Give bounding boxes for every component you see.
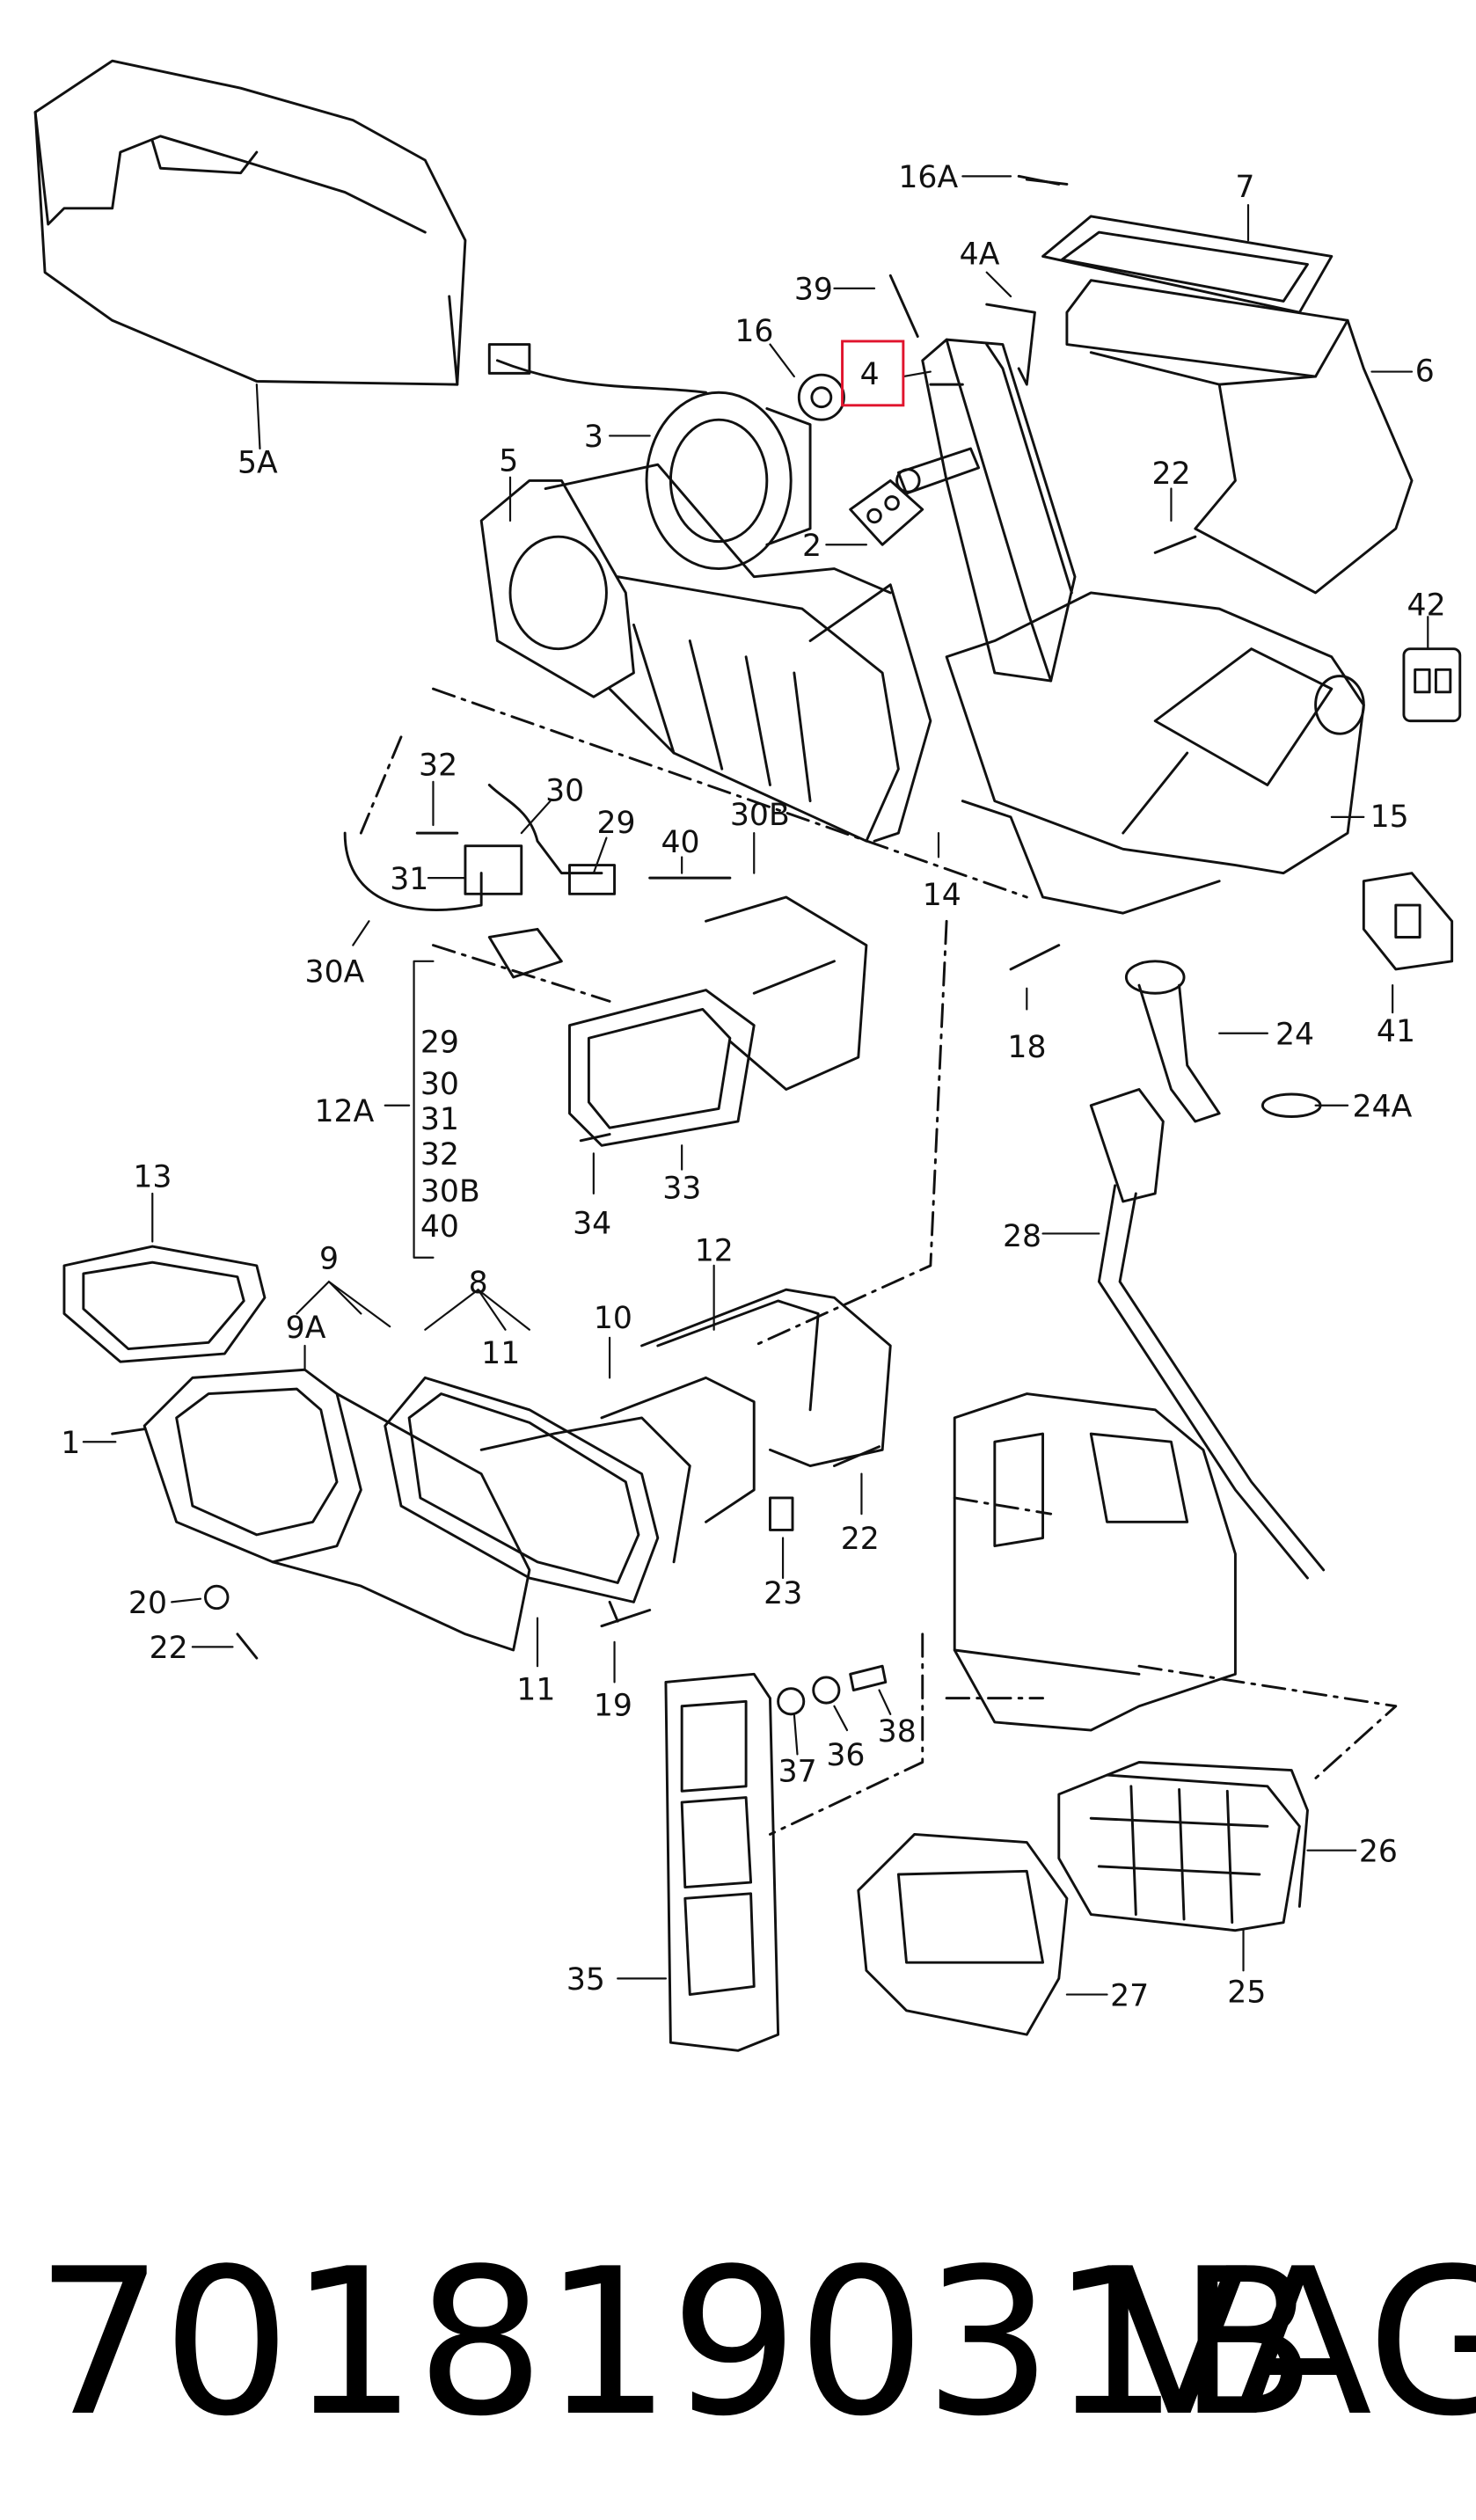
heater-core-part-4 <box>895 338 1077 683</box>
air-duct-part-8-10-11 <box>384 1288 892 1603</box>
callout-12a: 12A <box>314 1094 374 1129</box>
callout-30a: 30A <box>305 955 365 990</box>
callout-33: 33 <box>662 1171 701 1206</box>
callout-2: 2 <box>802 529 822 564</box>
callout-11-bottom: 11 <box>516 1672 555 1707</box>
callout-31: 31 <box>390 862 428 897</box>
callout-24: 24 <box>1275 1018 1314 1053</box>
callout-7: 7 <box>1235 170 1254 205</box>
duct-cover-part-5a <box>33 59 467 386</box>
air-duct-part-9 <box>111 1368 531 1652</box>
resistor-part-41 <box>1362 872 1454 971</box>
connector-part-42 <box>1402 647 1462 723</box>
vehicle-rear-section <box>953 1392 1237 1732</box>
callout-26: 26 <box>1359 1834 1398 1869</box>
vent-grille-part-27 <box>857 1833 1069 2036</box>
callout-22-top: 22 <box>1152 457 1191 492</box>
callout-34: 34 <box>573 1206 611 1241</box>
callout-9: 9 <box>319 1242 339 1277</box>
housing-upper-part-6-7 <box>1041 215 1414 595</box>
callout-leader-lines <box>82 175 1429 1996</box>
callout-highlight-box <box>841 340 905 407</box>
callout-12: 12 <box>695 1233 734 1268</box>
callout-29: 29 <box>596 806 635 841</box>
callout-6: 6 <box>1415 354 1435 390</box>
callout-12a-32: 32 <box>420 1137 459 1172</box>
drain-tube-part-28 <box>1089 1088 1326 1580</box>
gasket-part-2 <box>849 478 924 546</box>
callout-20: 20 <box>128 1586 167 1621</box>
lower-housing-part-15 <box>945 591 1365 915</box>
callout-22-mid: 22 <box>841 1522 880 1557</box>
callout-30: 30 <box>545 774 584 809</box>
callout-27: 27 <box>1110 1978 1149 2013</box>
callout-23: 23 <box>764 1576 802 1611</box>
callout-41: 41 <box>1377 1014 1415 1049</box>
callout-28: 28 <box>1003 1219 1041 1254</box>
callout-22-left: 22 <box>150 1631 188 1666</box>
callout-38: 38 <box>878 1714 917 1749</box>
callout-4a: 4A <box>960 237 1000 273</box>
small-hardware-16-39-4a <box>797 174 1061 421</box>
callout-37: 37 <box>778 1754 817 1789</box>
blower-motor-part-3 <box>487 343 812 571</box>
callout-1: 1 <box>61 1426 80 1461</box>
callout-5: 5 <box>499 444 518 479</box>
callout-4: 4 <box>860 357 880 392</box>
callout-16: 16 <box>734 314 773 349</box>
callout-39: 39 <box>794 273 833 308</box>
callout-5a: 5A <box>237 445 278 480</box>
hardware-part-36-37-38 <box>777 1664 888 1716</box>
vent-grille-part-25-26 <box>1057 1761 1309 1932</box>
callout-30b: 30B <box>730 798 790 833</box>
screws <box>236 178 1197 1660</box>
flap-assembly-part-33 <box>568 895 868 1147</box>
brand-label: VAG <box>1110 2226 1476 2461</box>
callout-14: 14 <box>923 878 961 913</box>
callout-36: 36 <box>826 1738 865 1773</box>
callout-19: 19 <box>594 1689 632 1724</box>
vent-panel-part-35 <box>664 1672 780 2052</box>
callout-12a-40: 40 <box>420 1209 459 1245</box>
callout-12a-30: 30 <box>420 1067 459 1102</box>
callout-12a-29: 29 <box>420 1026 459 1061</box>
callout-15: 15 <box>1370 800 1409 835</box>
callout-3: 3 <box>584 420 603 455</box>
callout-9a: 9A <box>286 1311 326 1346</box>
callout-11-top: 11 <box>481 1336 520 1371</box>
callout-labels: 16A 7 4A 39 16 4 6 5A 3 22 5 2 42 32 30 … <box>61 160 1445 2013</box>
callout-24a: 24A <box>1353 1090 1413 1125</box>
callout-12a-30b: 30B <box>420 1174 480 1209</box>
callout-8: 8 <box>469 1266 488 1301</box>
part-number-label: 701819031B <box>35 2226 1317 2461</box>
callout-18: 18 <box>1007 1030 1046 1065</box>
callout-42: 42 <box>1407 588 1446 623</box>
callout-40: 40 <box>661 825 699 860</box>
callout-13: 13 <box>133 1160 172 1195</box>
callout-25: 25 <box>1227 1976 1266 2011</box>
callout-16a: 16A <box>898 160 958 195</box>
assembly-guide-lines <box>359 687 1398 1836</box>
frame-part-13 <box>62 1245 267 1363</box>
callout-12a-31: 31 <box>420 1102 459 1137</box>
callout-32: 32 <box>419 749 457 784</box>
blower-housing-part-5 <box>479 463 932 843</box>
sensor-wiring-part-30-31-32 <box>343 784 732 979</box>
callout-35: 35 <box>566 1962 605 1998</box>
callout-10: 10 <box>594 1301 632 1336</box>
